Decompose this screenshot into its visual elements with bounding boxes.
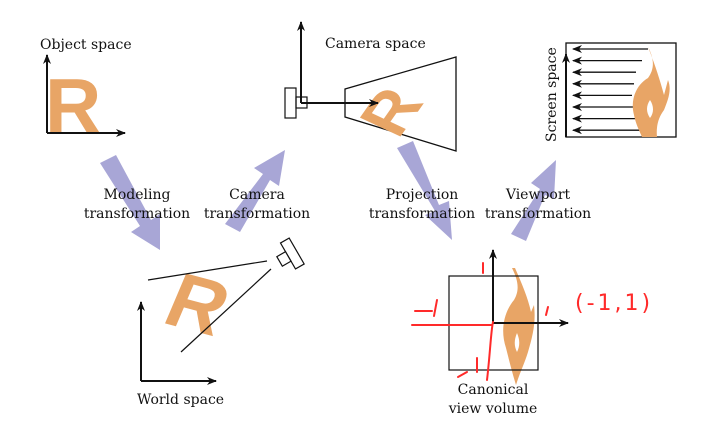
screen-space-panel: Screen space	[544, 42, 677, 142]
screen-letter-shape	[632, 47, 670, 137]
world-letter: R	[153, 256, 242, 352]
modeling-label-line2: transformation	[84, 206, 190, 222]
camera-space-label: Camera space	[325, 36, 426, 52]
camera-arrow	[225, 150, 285, 232]
world-space-panel: R World space	[137, 237, 305, 408]
canonical-label-line2: view volume	[448, 401, 538, 417]
annotation-coordinate: (-1,1)	[575, 291, 653, 316]
object-space-label: Object space	[40, 37, 132, 53]
scanline-arrows	[572, 45, 648, 135]
transformation-labels: Modeling transformation Camera transform…	[84, 187, 591, 222]
canonical-letter-shape	[503, 268, 535, 385]
screen-space-label: Screen space	[544, 47, 560, 142]
canonical-panel: Canonical view volume	[448, 249, 569, 417]
red-annotations: (-1,1)	[411, 262, 653, 381]
modeling-arrow	[100, 155, 160, 250]
viewport-label-line2: transformation	[485, 206, 591, 222]
projection-label-line1: Projection	[386, 187, 459, 203]
viewport-arrow	[511, 160, 556, 241]
modeling-label-line1: Modeling	[104, 187, 171, 203]
world-frustum-edge	[147, 260, 268, 281]
object-space-panel: R Object space	[40, 37, 132, 150]
canonical-label-line1: Canonical	[458, 382, 529, 398]
view-frustum	[344, 56, 457, 152]
camera-space-panel: R Camera space	[284, 21, 457, 152]
object-letter: R	[45, 62, 101, 150]
world-space-label: World space	[137, 392, 224, 408]
world-frustum-edge	[180, 268, 272, 353]
camera-body-icon	[284, 87, 297, 119]
projection-label-line2: transformation	[369, 206, 475, 222]
viewport-label-line1: Viewport	[505, 187, 571, 203]
camera-letter: R	[345, 77, 437, 146]
projection-arrow	[397, 141, 452, 240]
camera-lens-icon	[295, 96, 308, 109]
world-camera-icon	[276, 237, 305, 270]
camera-label-line1: Camera	[229, 187, 285, 203]
camera-label-line2: transformation	[204, 206, 310, 222]
